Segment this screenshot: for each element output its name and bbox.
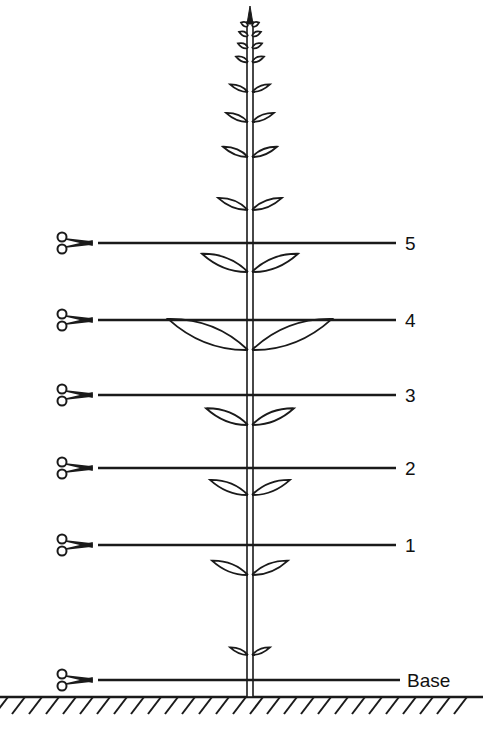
scissors-handle — [58, 547, 67, 556]
leaf — [252, 647, 270, 655]
leaves — [168, 22, 332, 655]
hatch-stroke — [386, 697, 399, 714]
base-label: Base — [406, 671, 451, 690]
hatch-stroke — [131, 697, 144, 714]
leaf — [230, 647, 248, 655]
scissors-handle — [58, 385, 67, 394]
cut-lines — [58, 233, 401, 691]
hatch-stroke — [97, 697, 110, 714]
hatch-stroke — [233, 697, 246, 714]
ground-line — [0, 696, 483, 699]
scissors-blade — [66, 318, 92, 324]
scissors-handle — [58, 310, 67, 319]
scissors-symbol — [58, 670, 93, 691]
scissors-handle — [58, 233, 67, 242]
leaf — [252, 84, 270, 92]
hatch-stroke — [335, 697, 348, 714]
hatch-stroke — [318, 697, 331, 714]
hatch-stroke — [250, 697, 263, 714]
leaf — [252, 408, 294, 425]
hatch-stroke — [301, 697, 314, 714]
hatch-stroke — [199, 697, 212, 714]
leaf — [210, 480, 248, 495]
cut-line — [98, 394, 396, 397]
leaf — [202, 254, 248, 272]
leaf — [168, 319, 248, 350]
scissors-blade — [66, 678, 92, 684]
scissors-blade — [66, 543, 92, 549]
leaf — [252, 561, 288, 575]
scissors-handle — [58, 322, 67, 331]
leaf — [252, 31, 261, 36]
hatch-stroke — [369, 697, 382, 714]
cut-line — [98, 679, 400, 682]
scissors-symbol — [58, 385, 93, 406]
plant-stem — [247, 22, 253, 697]
hatch-stroke — [46, 697, 59, 714]
leaf — [230, 84, 248, 92]
cut-number: 1 — [404, 536, 417, 555]
leaf — [252, 319, 332, 350]
hatch-stroke — [63, 697, 76, 714]
cut-number: 2 — [404, 459, 417, 478]
hatch-stroke — [454, 697, 467, 714]
scissors-blade — [66, 466, 92, 472]
leaf — [252, 254, 298, 272]
scissors-handle — [58, 670, 67, 679]
leaf — [226, 113, 248, 122]
hatch-stroke — [420, 697, 433, 714]
hatch-stroke — [165, 697, 178, 714]
scissors-symbol — [58, 310, 93, 331]
scissors-symbol — [58, 458, 93, 479]
leaf — [252, 56, 264, 62]
hatch-stroke — [182, 697, 195, 714]
cut-line — [98, 319, 396, 322]
hatch-stroke — [216, 697, 229, 714]
ground-hatching — [0, 697, 467, 714]
hatch-stroke — [114, 697, 127, 714]
scissors-handle — [58, 535, 67, 544]
leaf — [239, 31, 248, 36]
leaf — [252, 198, 282, 210]
leaf — [212, 561, 248, 575]
cut-number: 5 — [404, 234, 417, 253]
scissors-blade — [66, 241, 92, 247]
hatch-stroke — [352, 697, 365, 714]
scissors-symbol — [58, 535, 93, 556]
shoot-apex — [247, 6, 253, 24]
leaf — [206, 408, 248, 425]
hatch-stroke — [284, 697, 297, 714]
cut-line — [98, 544, 396, 547]
leaf — [252, 43, 262, 48]
scissors-handle — [58, 470, 67, 479]
leaf — [252, 480, 290, 495]
scissors-handle — [58, 245, 67, 254]
hatch-stroke — [267, 697, 280, 714]
scissors-blade — [66, 393, 92, 399]
leaf — [252, 147, 277, 157]
cut-number: 3 — [404, 386, 417, 405]
hatch-stroke — [148, 697, 161, 714]
leaf — [236, 56, 248, 62]
scissors-symbol — [58, 233, 93, 254]
leaf — [223, 147, 248, 157]
hatch-stroke — [0, 697, 8, 714]
cut-number: 4 — [404, 311, 417, 330]
cut-line — [98, 242, 396, 245]
hatch-stroke — [80, 697, 93, 714]
hatch-stroke — [437, 697, 450, 714]
leaf — [252, 113, 274, 122]
scissors-handle — [58, 682, 67, 691]
cut-line — [98, 467, 396, 470]
hatch-stroke — [29, 697, 42, 714]
leaf — [218, 198, 248, 210]
leaf — [238, 43, 248, 48]
scissors-handle — [58, 458, 67, 467]
scissors-handle — [58, 397, 67, 406]
hatch-stroke — [403, 697, 416, 714]
hatch-stroke — [12, 697, 25, 714]
